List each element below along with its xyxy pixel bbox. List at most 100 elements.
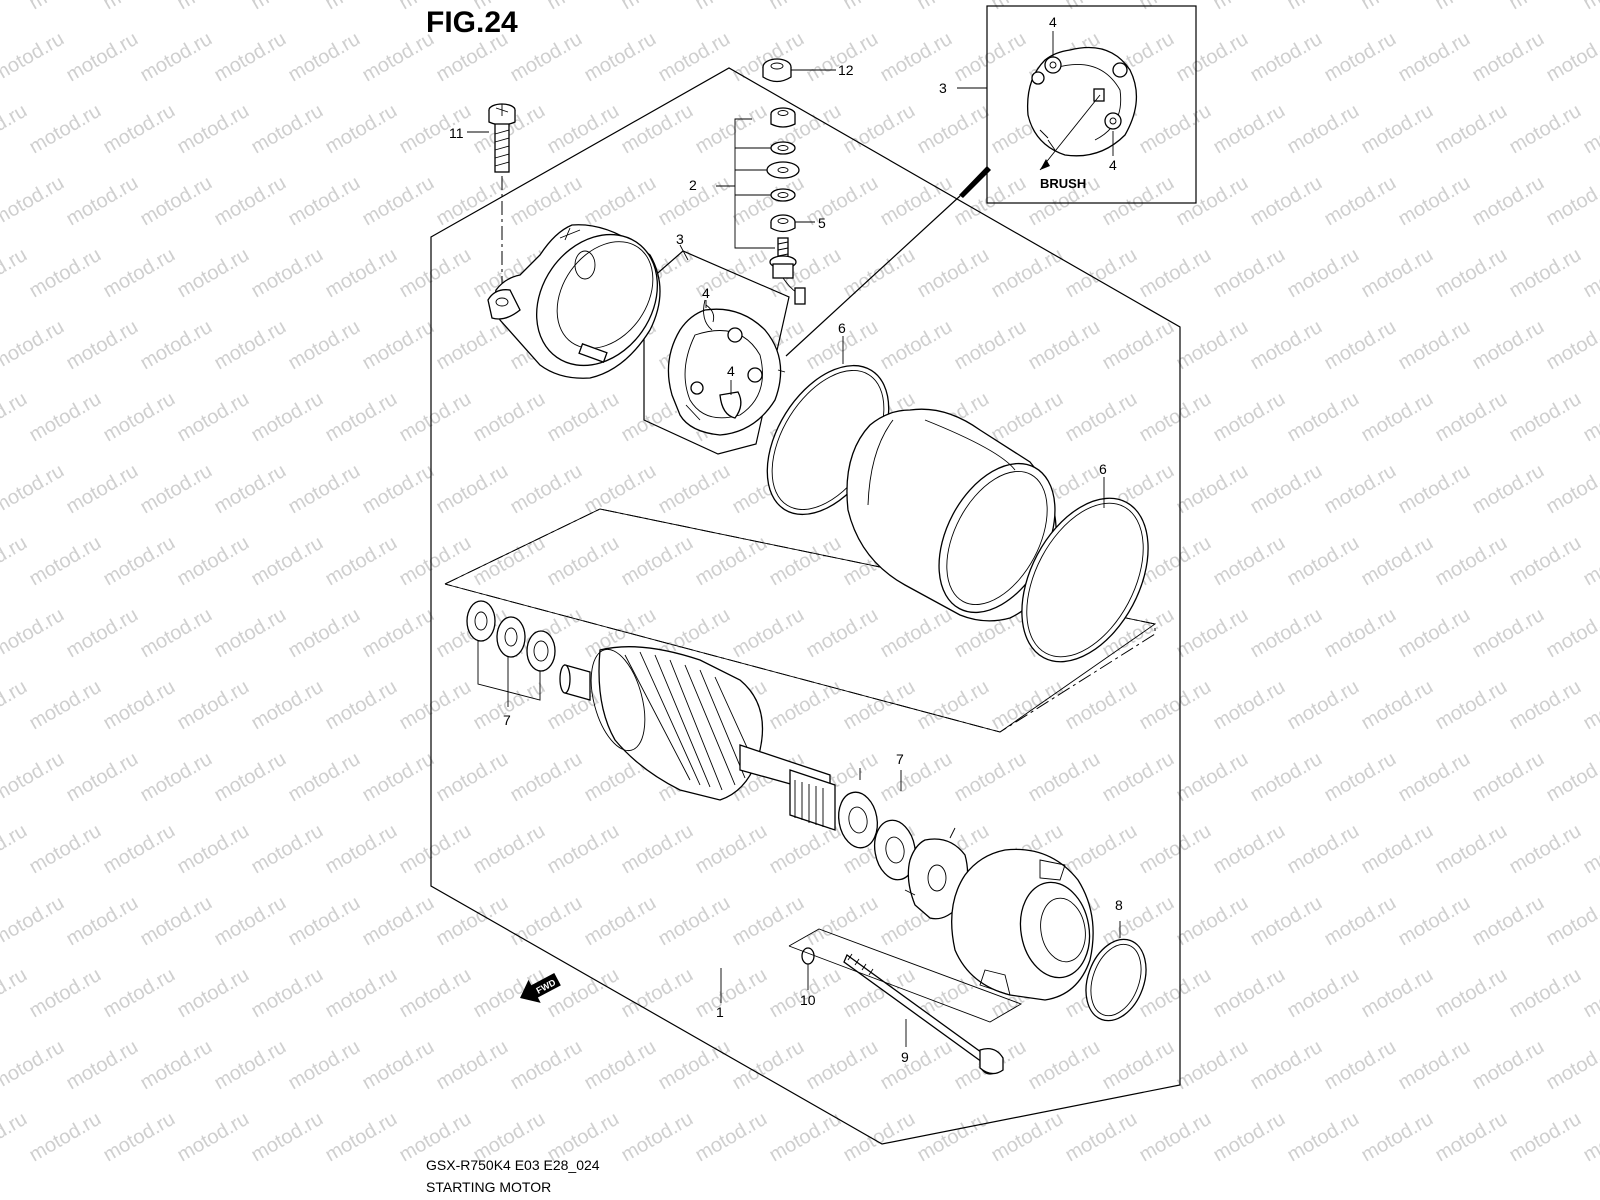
watermark-text: motod.ru — [1543, 604, 1600, 663]
watermark-text: motod.ru — [1506, 244, 1585, 303]
watermark-text: motod.ru — [1358, 1108, 1437, 1167]
watermark-text: motod.ru — [1062, 388, 1141, 447]
watermark-text: motod.ru — [951, 316, 1030, 375]
watermark-text: motod.ru — [877, 316, 956, 375]
watermark-text: motod.ru — [0, 460, 68, 519]
watermark-text: motod.ru — [137, 1036, 216, 1095]
callout-6-upper: 6 — [838, 320, 846, 336]
callout-1: 1 — [716, 1004, 724, 1020]
watermark-text: motod.ru — [1580, 676, 1600, 735]
watermark-text: motod.ru — [1321, 172, 1400, 231]
watermark-text: motod.ru — [1469, 748, 1548, 807]
watermark-text: motod.ru — [211, 892, 290, 951]
watermark-text: motod.ru — [766, 532, 845, 591]
watermark-text: motod.ru — [63, 316, 142, 375]
watermark-text: motod.ru — [137, 604, 216, 663]
watermark-text: motod.ru — [655, 892, 734, 951]
watermark-text: motod.ru — [1173, 28, 1252, 87]
watermark-text: motod.ru — [433, 460, 512, 519]
watermark-text: motod.ru — [100, 820, 179, 879]
watermark-text: motod.ru — [137, 460, 216, 519]
watermark-text: motod.ru — [0, 244, 31, 303]
watermark-text: motod.ru — [988, 676, 1067, 735]
watermark-text: motod.ru — [655, 28, 734, 87]
callout-12: 12 — [838, 62, 854, 78]
watermark-text: motod.ru — [507, 892, 586, 951]
watermark-text: motod.ru — [63, 28, 142, 87]
watermark-text: motod.ru — [1136, 820, 1215, 879]
watermark-text: motod.ru — [1321, 604, 1400, 663]
watermark-text: motod.ru — [0, 820, 31, 879]
watermark-text: motod.ru — [1395, 604, 1474, 663]
watermark-text: motod.ru — [618, 532, 697, 591]
watermark-text: motod.ru — [877, 604, 956, 663]
watermark-text: motod.ru — [1247, 604, 1326, 663]
inset-leader-line — [785, 195, 961, 357]
watermark-text: motod.ru — [100, 1108, 179, 1167]
watermark-text: motod.ru — [1469, 316, 1548, 375]
watermark-text: motod.ru — [1469, 1036, 1548, 1095]
callout-2: 2 — [689, 177, 697, 193]
watermark-text: motod.ru — [285, 748, 364, 807]
watermark-text: motod.ru — [1358, 676, 1437, 735]
watermark-text: motod.ru — [470, 532, 549, 591]
watermark-text: motod.ru — [1506, 100, 1585, 159]
terminal-hardware-stack — [766, 107, 806, 305]
watermark-text: motod.ru — [1136, 100, 1215, 159]
callout-11: 11 — [449, 125, 464, 141]
watermark-text: motod.ru — [174, 244, 253, 303]
assembly-outline — [430, 67, 1181, 1145]
watermark-text: motod.ru — [0, 388, 31, 447]
watermark-text: motod.ru — [544, 820, 623, 879]
watermark-text: motod.ru — [248, 0, 327, 14]
watermark-text: motod.ru — [1543, 28, 1600, 87]
watermark-text: motod.ru — [26, 964, 105, 1023]
watermark-text: motod.ru — [285, 28, 364, 87]
watermark-text: motod.ru — [0, 316, 68, 375]
watermark-text: motod.ru — [100, 676, 179, 735]
watermark-text: motod.ru — [803, 1036, 882, 1095]
callout-8: 8 — [1115, 897, 1123, 913]
watermark-text: motod.ru — [211, 1036, 290, 1095]
watermark-text: motod.ru — [1580, 1108, 1600, 1167]
watermark-text: motod.ru — [1580, 388, 1600, 447]
watermark-text: motod.ru — [988, 388, 1067, 447]
watermark-text: motod.ru — [211, 28, 290, 87]
watermark-text: motod.ru — [1210, 1108, 1289, 1167]
watermark-text: motod.ru — [507, 28, 586, 87]
callout-4-inset-bottom: 4 — [1109, 157, 1117, 173]
watermark-text: motod.ru — [1025, 1036, 1104, 1095]
watermark-text: motod.ru — [0, 28, 68, 87]
watermark-text: motod.ru — [1210, 820, 1289, 879]
watermark-text: motod.ru — [1136, 1108, 1215, 1167]
watermark-text: motod.ru — [63, 748, 142, 807]
watermark-text: motod.ru — [1580, 0, 1600, 14]
watermark-text: motod.ru — [692, 100, 771, 159]
washer-set-right — [838, 791, 969, 926]
watermark-text: motod.ru — [470, 388, 549, 447]
watermark-text: motod.ru — [322, 820, 401, 879]
watermark-text: motod.ru — [766, 676, 845, 735]
watermark-text: motod.ru — [1025, 316, 1104, 375]
watermark-text: motod.ru — [1580, 820, 1600, 879]
watermark-text: motod.ru — [729, 1036, 808, 1095]
watermark-text: motod.ru — [248, 100, 327, 159]
watermark-text: motod.ru — [100, 964, 179, 1023]
watermark-text: motod.ru — [1062, 820, 1141, 879]
watermark-text: motod.ru — [877, 172, 956, 231]
o-ring-small — [801, 947, 815, 965]
watermark-text: motod.ru — [914, 676, 993, 735]
watermark-text: motod.ru — [137, 892, 216, 951]
armature-group-box — [444, 508, 1157, 733]
watermark-text: motod.ru — [1284, 0, 1363, 14]
watermark-text: motod.ru — [581, 28, 660, 87]
watermark-text: motod.ru — [63, 172, 142, 231]
watermark-text: motod.ru — [322, 1108, 401, 1167]
watermark-text: motod.ru — [1136, 388, 1215, 447]
watermark-text: motod.ru — [840, 964, 919, 1023]
watermark-text: motod.ru — [433, 748, 512, 807]
watermark-text: motod.ru — [1506, 964, 1585, 1023]
watermark-text: motod.ru — [433, 316, 512, 375]
watermark-text: motod.ru — [618, 820, 697, 879]
